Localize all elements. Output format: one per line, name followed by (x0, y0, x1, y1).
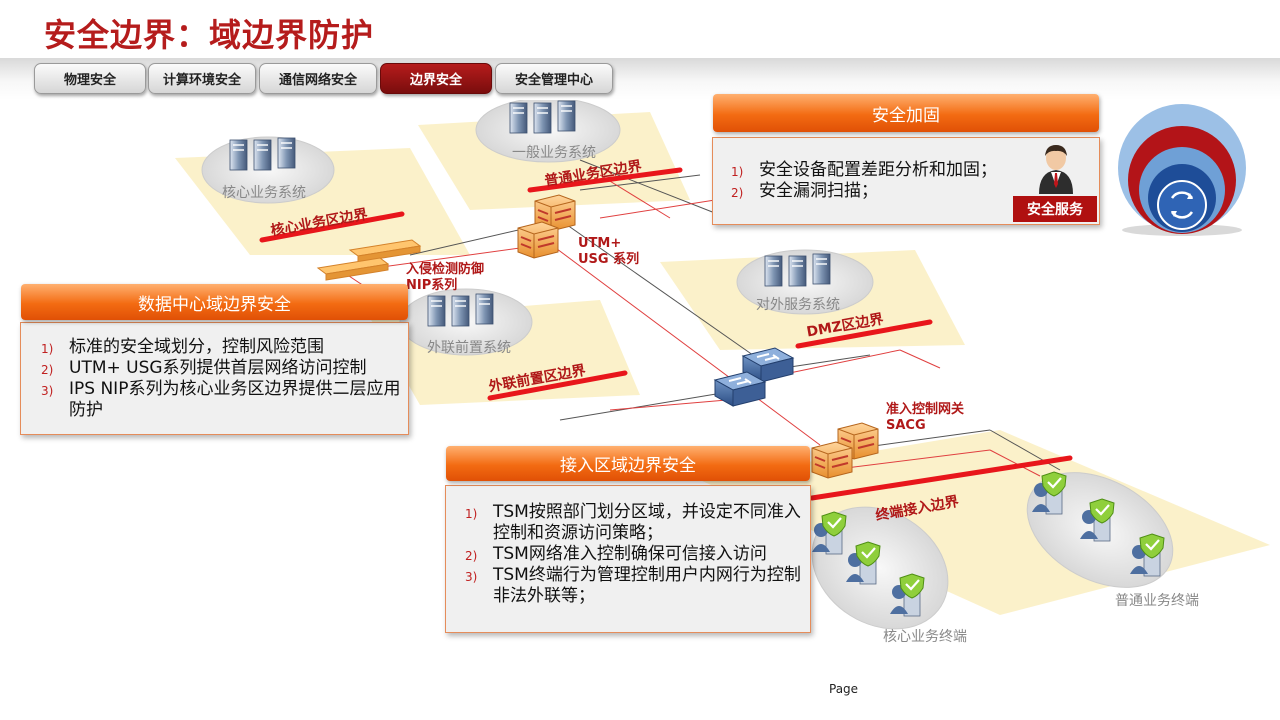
list-item: 2) UTM+ USG系列提供首层网络访问控制 (41, 358, 404, 379)
list-item: 3) IPS NIP系列为核心业务区边界提供二层应用防护 (41, 379, 404, 421)
tab-boundary-security[interactable]: 边界安全 (380, 63, 492, 94)
list-number: 1) (465, 507, 478, 521)
list-number: 2) (731, 186, 744, 200)
list-item: 2) TSM网络准入控制确保可信接入访问 (465, 544, 801, 565)
list-number: 3) (41, 384, 54, 398)
access-list: 1) TSM按照部门划分区域，并设定不同准入控制和资源访问策略； 2) TSM网络准… (465, 502, 801, 607)
tab-network-security[interactable]: 通信网络安全 (259, 63, 377, 94)
list-text: 标准的安全域划分，控制风险范围 (69, 337, 324, 357)
utm-label: UTM+ USG 系列 (578, 236, 639, 268)
list-number: 2) (465, 549, 478, 563)
core-system-label: 核心业务系统 (222, 185, 306, 201)
access-panel: 1) TSM按照部门划分区域，并设定不同准入控制和资源访问策略； 2) TSM网络准… (445, 485, 811, 633)
hardening-list: 1) 安全设备配置差距分析和加固； 2) 安全漏洞扫描； (731, 160, 1029, 202)
sacg-label-line2: SACG (886, 418, 926, 433)
list-item: 1) TSM按照部门划分区域，并设定不同准入控制和资源访问策略； (465, 502, 801, 544)
hardening-panel-header: 安全加固 (713, 94, 1099, 132)
external-server-cluster (764, 253, 831, 287)
nip-label-line1: 入侵检测防御 (406, 262, 485, 277)
utm-label-line1: UTM+ (578, 236, 622, 251)
list-item: 2) 安全漏洞扫描； (731, 181, 1029, 202)
datacenter-panel-header: 数据中心域边界安全 (21, 284, 408, 320)
tab-physical-security[interactable]: 物理安全 (34, 63, 146, 94)
page-title: 安全边界：域边界防护 (44, 16, 375, 54)
list-text: TSM网络准入控制确保可信接入访问 (493, 544, 767, 564)
utm-label-line2: USG 系列 (578, 252, 640, 267)
page-footer-label: Page (829, 682, 859, 696)
list-number: 2) (41, 363, 54, 377)
security-service-badge: 安全服务 (1013, 196, 1097, 222)
general-terminal-label: 普通业务终端 (1115, 593, 1199, 609)
layered-defense-graphic (1118, 104, 1246, 236)
datacenter-panel: 1) 标准的安全域划分，控制风险范围 2) UTM+ USG系列提供首层网络访问控制… (20, 322, 409, 435)
tab-computing-environment-security[interactable]: 计算环境安全 (148, 63, 256, 94)
list-text: TSM终端行为管理控制用户内网行为控制非法外联等； (493, 565, 801, 606)
access-panel-header: 接入区域边界安全 (446, 446, 810, 481)
core-terminal-label: 核心业务终端 (883, 629, 967, 645)
list-item: 3) TSM终端行为管理控制用户内网行为控制非法外联等； (465, 565, 801, 607)
list-number: 3) (465, 570, 478, 584)
list-text: 安全设备配置差距分析和加固； (759, 160, 997, 180)
list-item: 1) 安全设备配置差距分析和加固； (731, 160, 1029, 181)
external-system-label: 对外服务系统 (756, 297, 840, 313)
list-text: UTM+ USG系列提供首层网络访问控制 (69, 358, 367, 378)
frontend-server-cluster (427, 293, 494, 327)
tab-security-management-center[interactable]: 安全管理中心 (495, 63, 613, 94)
list-text: IPS NIP系列为核心业务区边界提供二层应用防护 (69, 379, 401, 420)
frontend-system-label: 外联前置系统 (427, 340, 511, 356)
list-text: TSM按照部门划分区域，并设定不同准入控制和资源访问策略； (493, 502, 801, 543)
list-number: 1) (731, 165, 744, 179)
service-person-icon (1039, 145, 1073, 194)
nip-appliances (316, 239, 422, 281)
sacg-firewall-2 (811, 441, 853, 479)
core-server-cluster (229, 137, 296, 171)
list-text: 安全漏洞扫描； (759, 181, 878, 201)
general-server-cluster (509, 100, 576, 134)
general-system-label: 一般业务系统 (512, 145, 596, 161)
datacenter-list: 1) 标准的安全域划分，控制风险范围 2) UTM+ USG系列提供首层网络访问控制… (41, 337, 404, 421)
sacg-label: 准入控制网关 SACG (886, 402, 964, 434)
hardening-panel: 1) 安全设备配置差距分析和加固； 2) 安全漏洞扫描； 安全服务 (712, 137, 1100, 225)
sacg-label-line1: 准入控制网关 (886, 402, 965, 417)
list-number: 1) (41, 342, 54, 356)
list-item: 1) 标准的安全域划分，控制风险范围 (41, 337, 404, 358)
nip-label: 入侵检测防御 NIP系列 (406, 262, 484, 294)
utm-firewall-2 (517, 221, 559, 259)
nip-label-line2: NIP系列 (406, 278, 458, 293)
